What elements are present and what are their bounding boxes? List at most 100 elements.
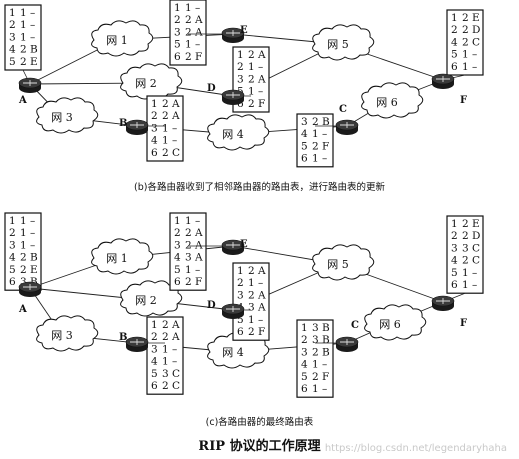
router-label: A — [18, 95, 27, 106]
table-cell-network: 1 — [451, 12, 458, 24]
table-cell-next-hop: A — [194, 26, 203, 38]
table-cell-distance: 2 — [162, 147, 169, 159]
table-cell-next-hop: F — [322, 371, 329, 383]
table-cell-distance: 1 — [185, 215, 192, 227]
table-cell-distance: 2 — [462, 12, 469, 24]
table-cell-distance: 2 — [248, 265, 255, 277]
table-cell-distance: 1 — [248, 86, 255, 98]
network-label: 网 5 — [327, 258, 349, 271]
network-cloud: 网 5 — [312, 24, 375, 61]
table-cell-next-hop: E — [472, 218, 480, 230]
network-label: 网 4 — [222, 346, 244, 359]
table-cell-network: 1 — [237, 49, 244, 61]
table-cell-distance: 3 — [20, 276, 27, 288]
table-cell-distance: 1 — [462, 279, 469, 291]
router-e — [221, 239, 245, 255]
table-cell-network: 4 — [151, 135, 158, 147]
table-cell-distance: 1 — [312, 153, 319, 165]
table-cell-network: 6 — [451, 61, 458, 73]
table-cell-network: 2 — [9, 227, 16, 239]
table-cell-next-hop: – — [322, 128, 327, 140]
table-cell-distance: 3 — [462, 242, 469, 254]
table-cell-distance: 2 — [20, 252, 27, 264]
table-cell-next-hop: – — [172, 343, 177, 355]
table-cell-next-hop: A — [194, 227, 203, 239]
table-cell-next-hop: – — [322, 383, 327, 395]
table-cell-network: 5 — [174, 264, 181, 276]
table-cell-next-hop: B — [322, 322, 330, 334]
network-label: 网 2 — [135, 77, 157, 90]
router-a — [18, 77, 42, 93]
table-cell-next-hop: C — [472, 255, 480, 267]
caption-b: (b)各路由器收到了相邻路由器的路由表，进行路由表的更新 — [134, 182, 385, 193]
network-label: 网 3 — [51, 111, 73, 124]
table-cell-distance: 1 — [462, 49, 469, 61]
table-cell-network: 6 — [174, 51, 181, 63]
table-cell-network: 3 — [301, 116, 308, 128]
table-cell-distance: 1 — [185, 264, 192, 276]
table-cell-next-hop: B — [30, 252, 38, 264]
diagram-c: 网 1网 2网 3网 4网 5网 611–21–31–42B52E63B12A2… — [4, 212, 484, 398]
table-cell-network: 1 — [237, 265, 244, 277]
network-cloud: 网 3 — [36, 97, 99, 134]
table-cell-next-hop: A — [257, 73, 266, 85]
table-cell-distance: 2 — [162, 319, 169, 331]
table-cell-network: 3 — [301, 346, 308, 358]
table-cell-network: 1 — [174, 215, 181, 227]
table-cell-network: 1 — [9, 215, 16, 227]
table-cell-network: 4 — [301, 128, 308, 140]
table-cell-network: 4 — [9, 252, 16, 264]
table-cell-distance: 2 — [20, 44, 27, 56]
table-cell-distance: 3 — [312, 334, 319, 346]
table-cell-distance: 3 — [312, 322, 319, 334]
table-cell-next-hop: A — [194, 14, 203, 26]
table-cell-network: 6 — [151, 380, 158, 392]
network-label: 网 5 — [327, 38, 349, 51]
table-cell-distance: 1 — [248, 277, 255, 289]
table-cell-network: 4 — [9, 44, 16, 56]
table-cell-distance: 2 — [312, 346, 319, 358]
table-cell-distance: 1 — [162, 135, 169, 147]
table-cell-network: 3 — [237, 73, 244, 85]
router-label: F — [460, 95, 467, 106]
table-cell-next-hop: E — [30, 264, 38, 276]
router-f — [431, 73, 455, 89]
table-cell-network: 2 — [174, 227, 181, 239]
table-cell-distance: 2 — [312, 116, 319, 128]
router-label: D — [207, 300, 216, 311]
table-cell-network: 2 — [237, 277, 244, 289]
table-cell-next-hop: B — [322, 116, 330, 128]
table-cell-network: 5 — [174, 39, 181, 51]
table-cell-network: 5 — [301, 371, 308, 383]
table-cell-next-hop: F — [322, 140, 329, 152]
table-cell-distance: 1 — [312, 128, 319, 140]
table-cell-next-hop: D — [472, 24, 480, 36]
table-cell-distance: 2 — [20, 264, 27, 276]
table-cell-network: 5 — [9, 264, 16, 276]
network-cloud: 网 4 — [207, 114, 270, 151]
table-cell-network: 3 — [237, 289, 244, 301]
watermark: https://blog.csdn.net/legendaryhaha — [324, 443, 507, 454]
router-f — [431, 295, 455, 311]
table-cell-next-hop: C — [172, 368, 180, 380]
router-label: C — [351, 320, 359, 331]
table-cell-network: 1 — [451, 218, 458, 230]
table-cell-network: 4 — [301, 359, 308, 371]
router-c — [335, 119, 359, 135]
network-label: 网 6 — [376, 96, 398, 109]
table-cell-next-hop: – — [30, 7, 35, 19]
table-cell-distance: 2 — [248, 326, 255, 338]
table-cell-distance: 2 — [162, 380, 169, 392]
table-cell-network: 1 — [9, 7, 16, 19]
table-cell-next-hop: C — [472, 242, 480, 254]
table-cell-distance: 1 — [185, 2, 192, 14]
table-cell-network: 4 — [174, 252, 181, 264]
router-b — [125, 119, 149, 135]
table-cell-distance: 2 — [462, 36, 469, 48]
table-cell-distance: 1 — [20, 215, 27, 227]
router-label: B — [119, 118, 127, 129]
